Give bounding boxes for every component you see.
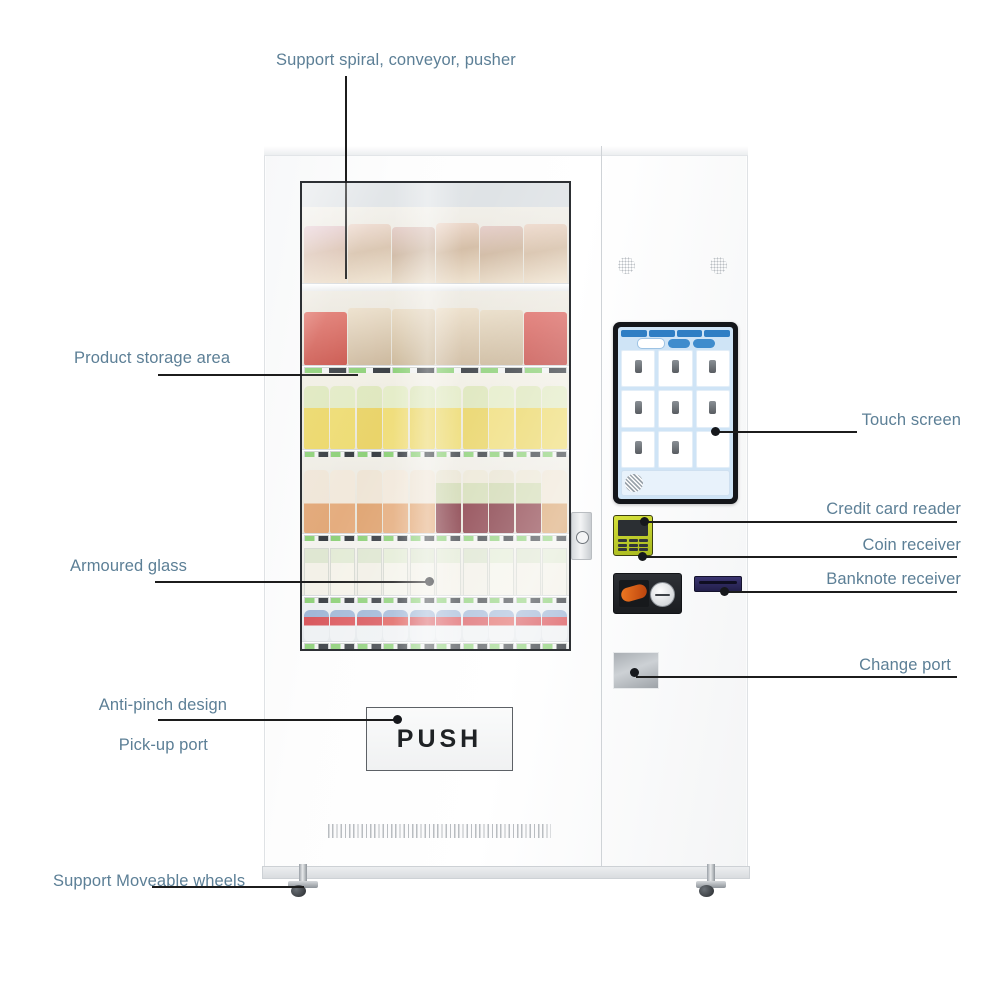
shelf-3-bottles <box>302 373 569 457</box>
banknote-receiver[interactable] <box>694 576 742 592</box>
leader-dot-glass <box>425 577 434 586</box>
annotation-support-moveable-wheels: Support Moveable wheels <box>53 872 246 890</box>
shelf-2-sandwiches <box>302 291 569 373</box>
qr-code-icon <box>625 474 643 492</box>
annotation-anti-pinch-design: Anti-pinch design Pick-up port <box>64 675 244 775</box>
leader-line-change <box>636 676 957 678</box>
annotation-support-spiral: Support spiral, conveyor, pusher <box>276 51 516 69</box>
footer-text-lines <box>646 481 726 485</box>
leader-dot-banknote <box>720 587 729 596</box>
push-door-label: PUSH <box>396 724 483 753</box>
cabinet-door-lock[interactable] <box>571 512 592 560</box>
screen-nav-bar[interactable] <box>621 330 730 337</box>
filter-chip[interactable] <box>667 339 690 348</box>
leader-dot-coin <box>638 552 647 561</box>
annotation-armoured-glass: Armoured glass <box>70 557 187 575</box>
shelf-5-packs <box>302 541 569 603</box>
coin-slot[interactable] <box>650 582 675 607</box>
coin-return-box[interactable] <box>619 580 649 607</box>
machine-base-plinth <box>262 866 750 879</box>
product-tile[interactable] <box>695 350 730 388</box>
filter-chip[interactable] <box>692 339 715 348</box>
leader-line-glass <box>155 581 430 583</box>
annotation-credit-card-reader: Credit card reader <box>826 500 961 518</box>
product-tile[interactable] <box>621 350 656 388</box>
vending-machine: PUSH <box>262 146 750 897</box>
leader-line-touchscreen <box>717 431 857 433</box>
leader-dot-change <box>630 668 639 677</box>
product-tile[interactable] <box>658 390 693 428</box>
speaker-grille-left <box>618 257 635 274</box>
touch-screen-ui <box>618 327 733 499</box>
product-tile[interactable] <box>621 430 656 468</box>
moveable-wheel-left <box>286 864 320 898</box>
leader-line-wheels <box>152 886 304 888</box>
product-tile-empty <box>695 430 730 468</box>
nav-button[interactable] <box>648 330 675 337</box>
annotation-touch-screen: Touch screen <box>861 411 961 429</box>
product-tile[interactable] <box>621 390 656 428</box>
anti-pinch-line-2: Pick-up port <box>118 736 208 754</box>
leader-dot-card-reader <box>640 517 649 526</box>
leader-dot-touchscreen <box>711 427 720 436</box>
card-reader-keypad[interactable] <box>618 539 648 551</box>
leader-line-pickup <box>158 719 398 721</box>
cabinet-top-edge <box>264 146 748 156</box>
shelf-4-bottles <box>302 457 569 541</box>
leader-line-coin <box>643 556 957 558</box>
touch-screen[interactable] <box>613 322 738 504</box>
nav-button[interactable] <box>621 330 647 337</box>
speaker-grille-right <box>710 257 727 274</box>
annotation-coin-receiver: Coin receiver <box>862 536 961 554</box>
coin-receiver[interactable] <box>613 573 682 614</box>
nav-button[interactable] <box>676 330 703 337</box>
price-tag-strip <box>303 597 568 603</box>
price-tag-strip <box>303 535 568 541</box>
price-tag-strip <box>303 367 568 373</box>
moveable-wheel-right <box>694 864 728 898</box>
annotation-change-port: Change port <box>859 656 951 674</box>
product-tile[interactable] <box>658 350 693 388</box>
ventilation-grille <box>328 824 551 838</box>
anti-pinch-line-1: Anti-pinch design <box>98 696 228 714</box>
price-tag-strip <box>303 643 568 649</box>
leader-line-spiral <box>345 76 347 279</box>
coin-return-lever[interactable] <box>619 582 649 604</box>
price-tag-strip <box>303 451 568 457</box>
cabinet-panel-divider <box>601 146 603 868</box>
leader-line-storage <box>158 374 358 376</box>
screen-filter-chips[interactable] <box>621 338 730 349</box>
pickup-port-push-door[interactable]: PUSH <box>366 707 513 771</box>
annotation-banknote-receiver: Banknote receiver <box>826 570 961 588</box>
leader-dot-pickup <box>393 715 402 724</box>
leader-line-card-reader <box>645 521 957 523</box>
nav-button[interactable] <box>704 330 730 337</box>
shelf-1-sandwiches <box>302 207 569 291</box>
filter-chip[interactable] <box>636 338 665 349</box>
product-grid[interactable] <box>621 350 730 468</box>
screen-footer-panel <box>621 470 730 496</box>
product-tile[interactable] <box>658 430 693 468</box>
leader-line-banknote <box>725 591 957 593</box>
shelf-6-packs <box>302 603 569 649</box>
annotation-product-storage-area: Product storage area <box>74 349 231 367</box>
